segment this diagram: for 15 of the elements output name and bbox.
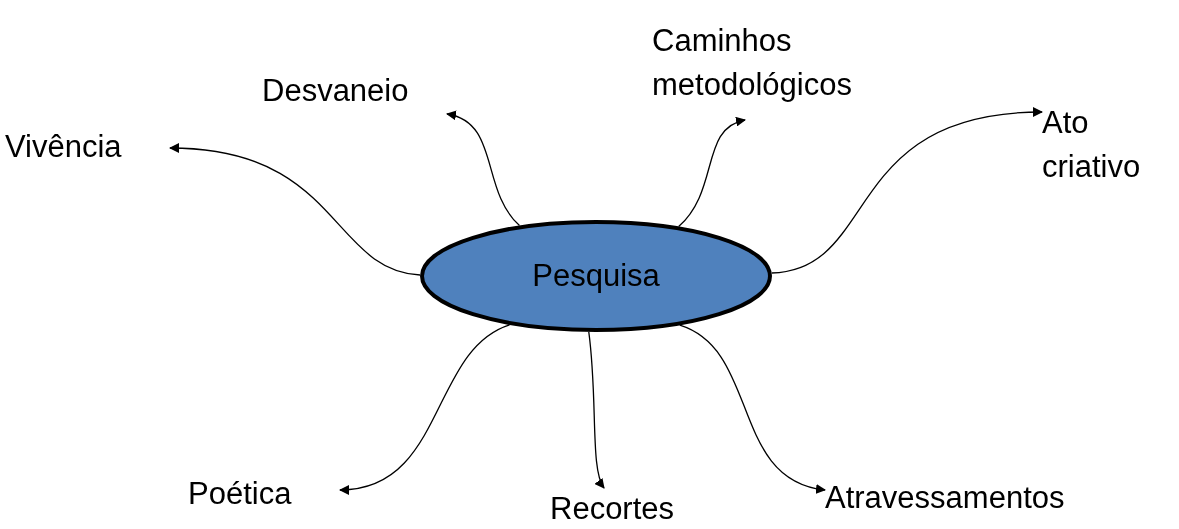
curved-arrow	[771, 107, 1043, 274]
curved-arrow	[679, 324, 826, 493]
branch-label: Ato criativo	[1042, 98, 1177, 192]
curved-arrow	[588, 331, 605, 489]
branch-label: Atravessamentos	[825, 476, 1130, 520]
curved-arrow	[169, 143, 421, 276]
branch-label: Desvaneio	[262, 68, 452, 114]
branch-label: Vivência	[5, 125, 170, 169]
curved-arrow	[678, 117, 746, 228]
curved-arrow	[339, 324, 511, 494]
branch-label: Recortes	[550, 488, 720, 529]
branch-label: Caminhos metodológicos	[652, 6, 917, 120]
curved-arrow	[446, 111, 521, 227]
topic-ellipse: Pesquisa	[420, 220, 772, 332]
branch-label: Poética	[188, 472, 340, 516]
